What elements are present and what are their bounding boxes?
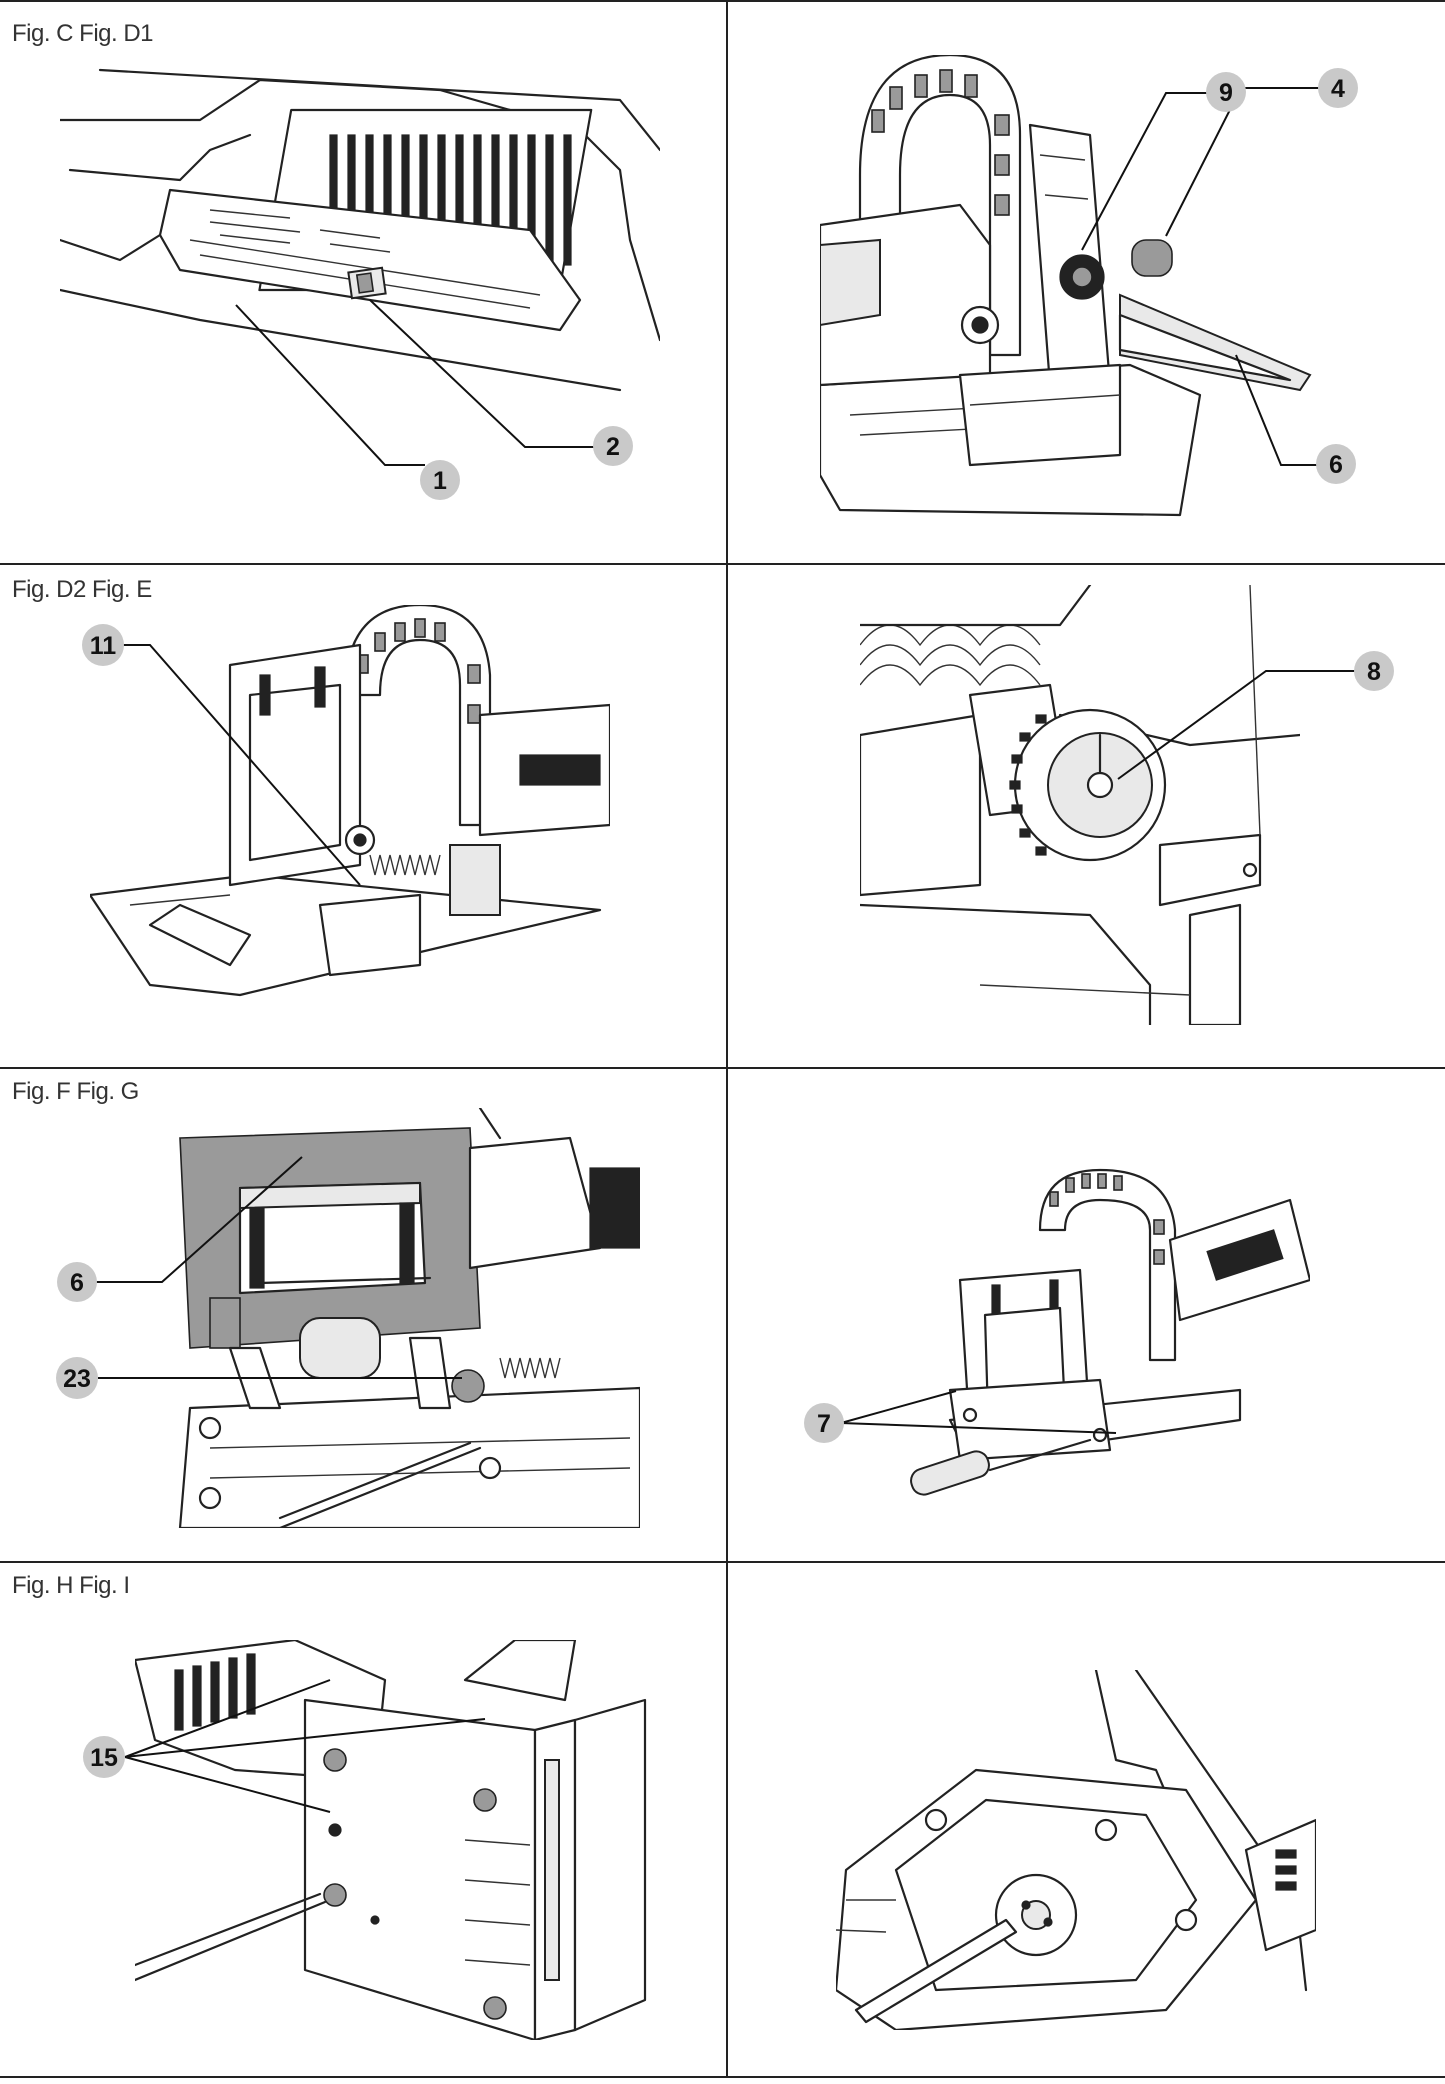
- figure-c-illustration: [60, 60, 660, 510]
- figure-f-illustration: [170, 1108, 640, 1528]
- svg-text:2: 2: [606, 433, 620, 461]
- svg-text:9: 9: [1219, 79, 1233, 107]
- figure-f-callouts: 6 23: [56, 1156, 462, 1399]
- figure-h-callouts: 15: [83, 1679, 486, 1813]
- figure-e-callouts: 8: [1117, 651, 1394, 780]
- figure-d1-callouts: 9 4 6: [1081, 68, 1358, 484]
- callout-8: 8: [1354, 651, 1394, 691]
- callout-6: 6: [1316, 444, 1356, 484]
- figure-e-illustration: [860, 585, 1300, 1025]
- row-divider-1: [0, 563, 1445, 565]
- svg-text:6: 6: [70, 1269, 84, 1297]
- figure-label-row-1: Fig. C Fig. D1: [12, 20, 154, 47]
- row-divider-3: [0, 1561, 1445, 1563]
- figure-g-callouts: 7: [804, 1390, 1117, 1443]
- figure-d1-illustration: [820, 55, 1340, 525]
- svg-text:6: 6: [1329, 451, 1343, 479]
- figure-g-illustration: [910, 1130, 1310, 1500]
- callout-2: 2: [593, 426, 633, 466]
- column-divider: [726, 0, 728, 2076]
- callout-1: 1: [420, 460, 460, 500]
- callout-4: 4: [1318, 68, 1358, 108]
- row-divider-top: [0, 0, 1445, 2]
- figure-i-illustration: [836, 1670, 1316, 2030]
- callout-6-fig-f: 6: [57, 1262, 97, 1302]
- svg-text:1: 1: [433, 467, 447, 495]
- svg-text:23: 23: [63, 1365, 91, 1393]
- callout-9: 9: [1206, 72, 1246, 112]
- svg-text:15: 15: [90, 1744, 118, 1772]
- callout-7: 7: [804, 1403, 844, 1443]
- callout-23: 23: [56, 1357, 98, 1399]
- callout-11: 11: [82, 624, 124, 666]
- figure-label-row-3: Fig. F Fig. G: [12, 1078, 139, 1105]
- figure-label-row-4: Fig. H Fig. I: [12, 1572, 130, 1599]
- svg-text:11: 11: [90, 632, 117, 660]
- figure-c-callouts: 1 2: [235, 299, 633, 500]
- svg-text:8: 8: [1367, 658, 1381, 686]
- figure-d2-callouts: 11: [82, 624, 361, 886]
- svg-text:4: 4: [1331, 75, 1345, 103]
- row-divider-2: [0, 1067, 1445, 1069]
- figure-d2-illustration: [90, 605, 610, 1005]
- figure-h-illustration: [135, 1640, 655, 2040]
- callout-15: 15: [83, 1736, 125, 1778]
- row-divider-bottom: [0, 2076, 1445, 2078]
- svg-text:7: 7: [817, 1410, 831, 1438]
- figure-label-row-2: Fig. D2 Fig. E: [12, 576, 152, 603]
